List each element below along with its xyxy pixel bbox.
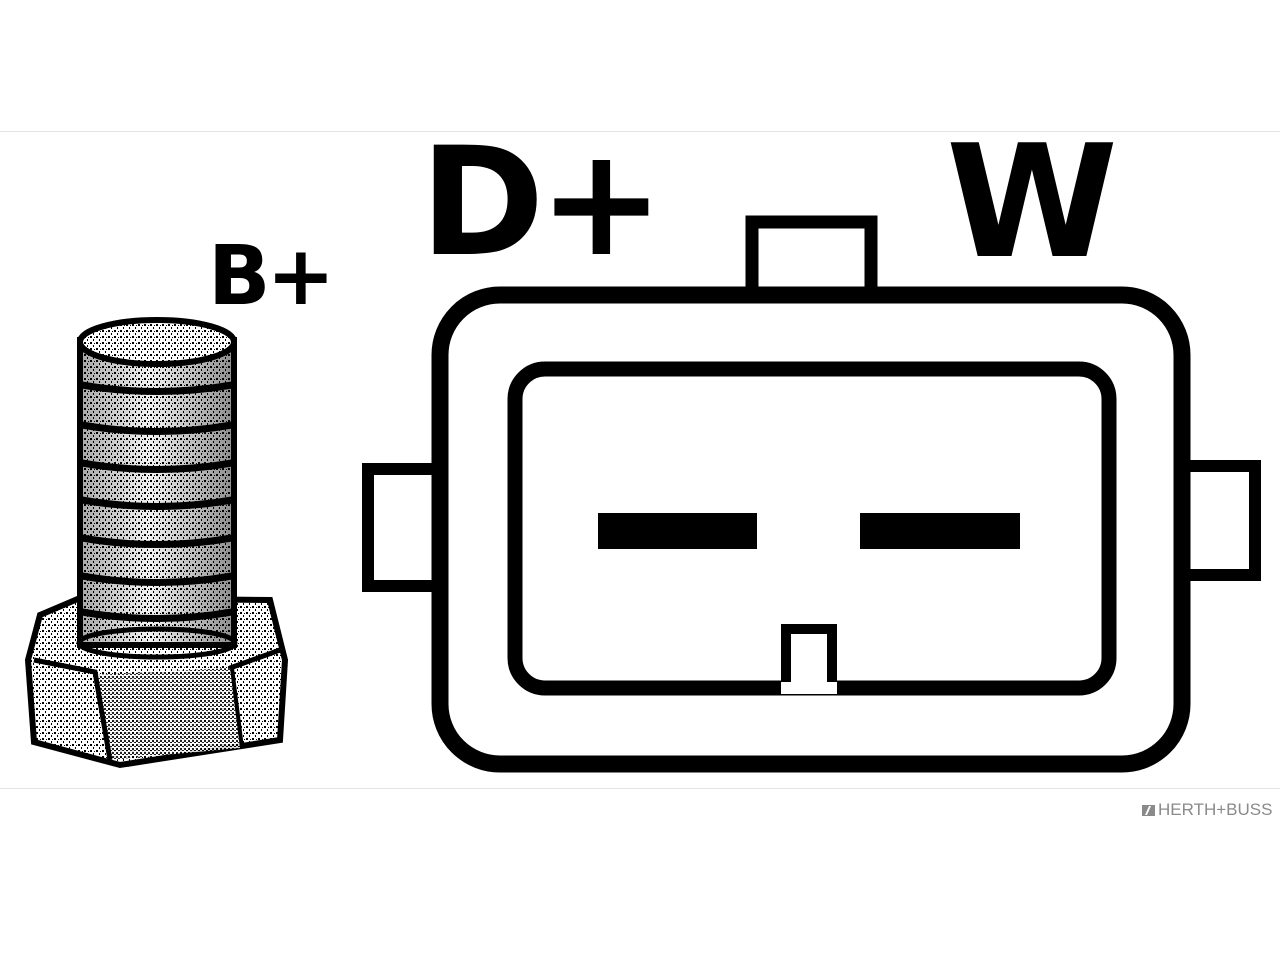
frame-top-line xyxy=(0,131,1280,132)
brand-watermark: HERTH+BUSS xyxy=(1142,800,1272,820)
brand-logo-icon xyxy=(1142,804,1155,816)
pin-right xyxy=(860,513,1020,549)
terminal-label-b-plus: B+ xyxy=(208,229,335,324)
housing-key-notch xyxy=(781,624,837,692)
b-plus-stud xyxy=(24,317,289,769)
housing-right-latch xyxy=(1176,460,1261,581)
terminal-label-w: W xyxy=(946,111,1119,293)
pin-left xyxy=(598,513,757,549)
housing-left-latch xyxy=(362,463,444,592)
connector-housing xyxy=(362,215,1261,773)
terminal-label-d-plus: D+ xyxy=(420,116,664,290)
stud-top xyxy=(77,317,237,367)
frame-bottom-line xyxy=(0,788,1280,789)
brand-watermark-text: HERTH+BUSS xyxy=(1158,800,1273,819)
